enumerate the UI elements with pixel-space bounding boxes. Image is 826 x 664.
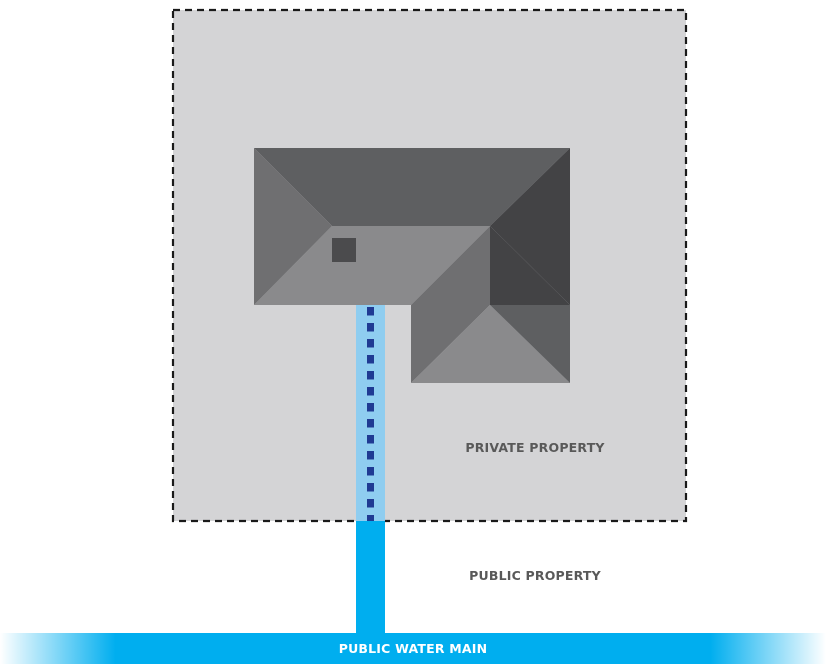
roof-wing-east-plane (490, 226, 570, 305)
private-property-label: PRIVATE PROPERTY (465, 440, 605, 455)
roof-left-hip (254, 148, 332, 305)
public-water-main (0, 633, 826, 664)
roof-wing-east-lower (490, 305, 570, 383)
public-service-line (356, 521, 385, 633)
roof-right-hip (490, 148, 570, 305)
roof-front-plane (254, 226, 490, 305)
public-water-main-label: PUBLIC WATER MAIN (339, 641, 488, 656)
roof-back-plane (254, 148, 570, 226)
roof-wing-west-plane (411, 226, 490, 383)
roof-wing-south-hip (411, 305, 570, 383)
public-property-label: PUBLIC PROPERTY (469, 568, 601, 583)
house-roof-icon (254, 148, 570, 383)
chimney-icon (332, 238, 356, 262)
